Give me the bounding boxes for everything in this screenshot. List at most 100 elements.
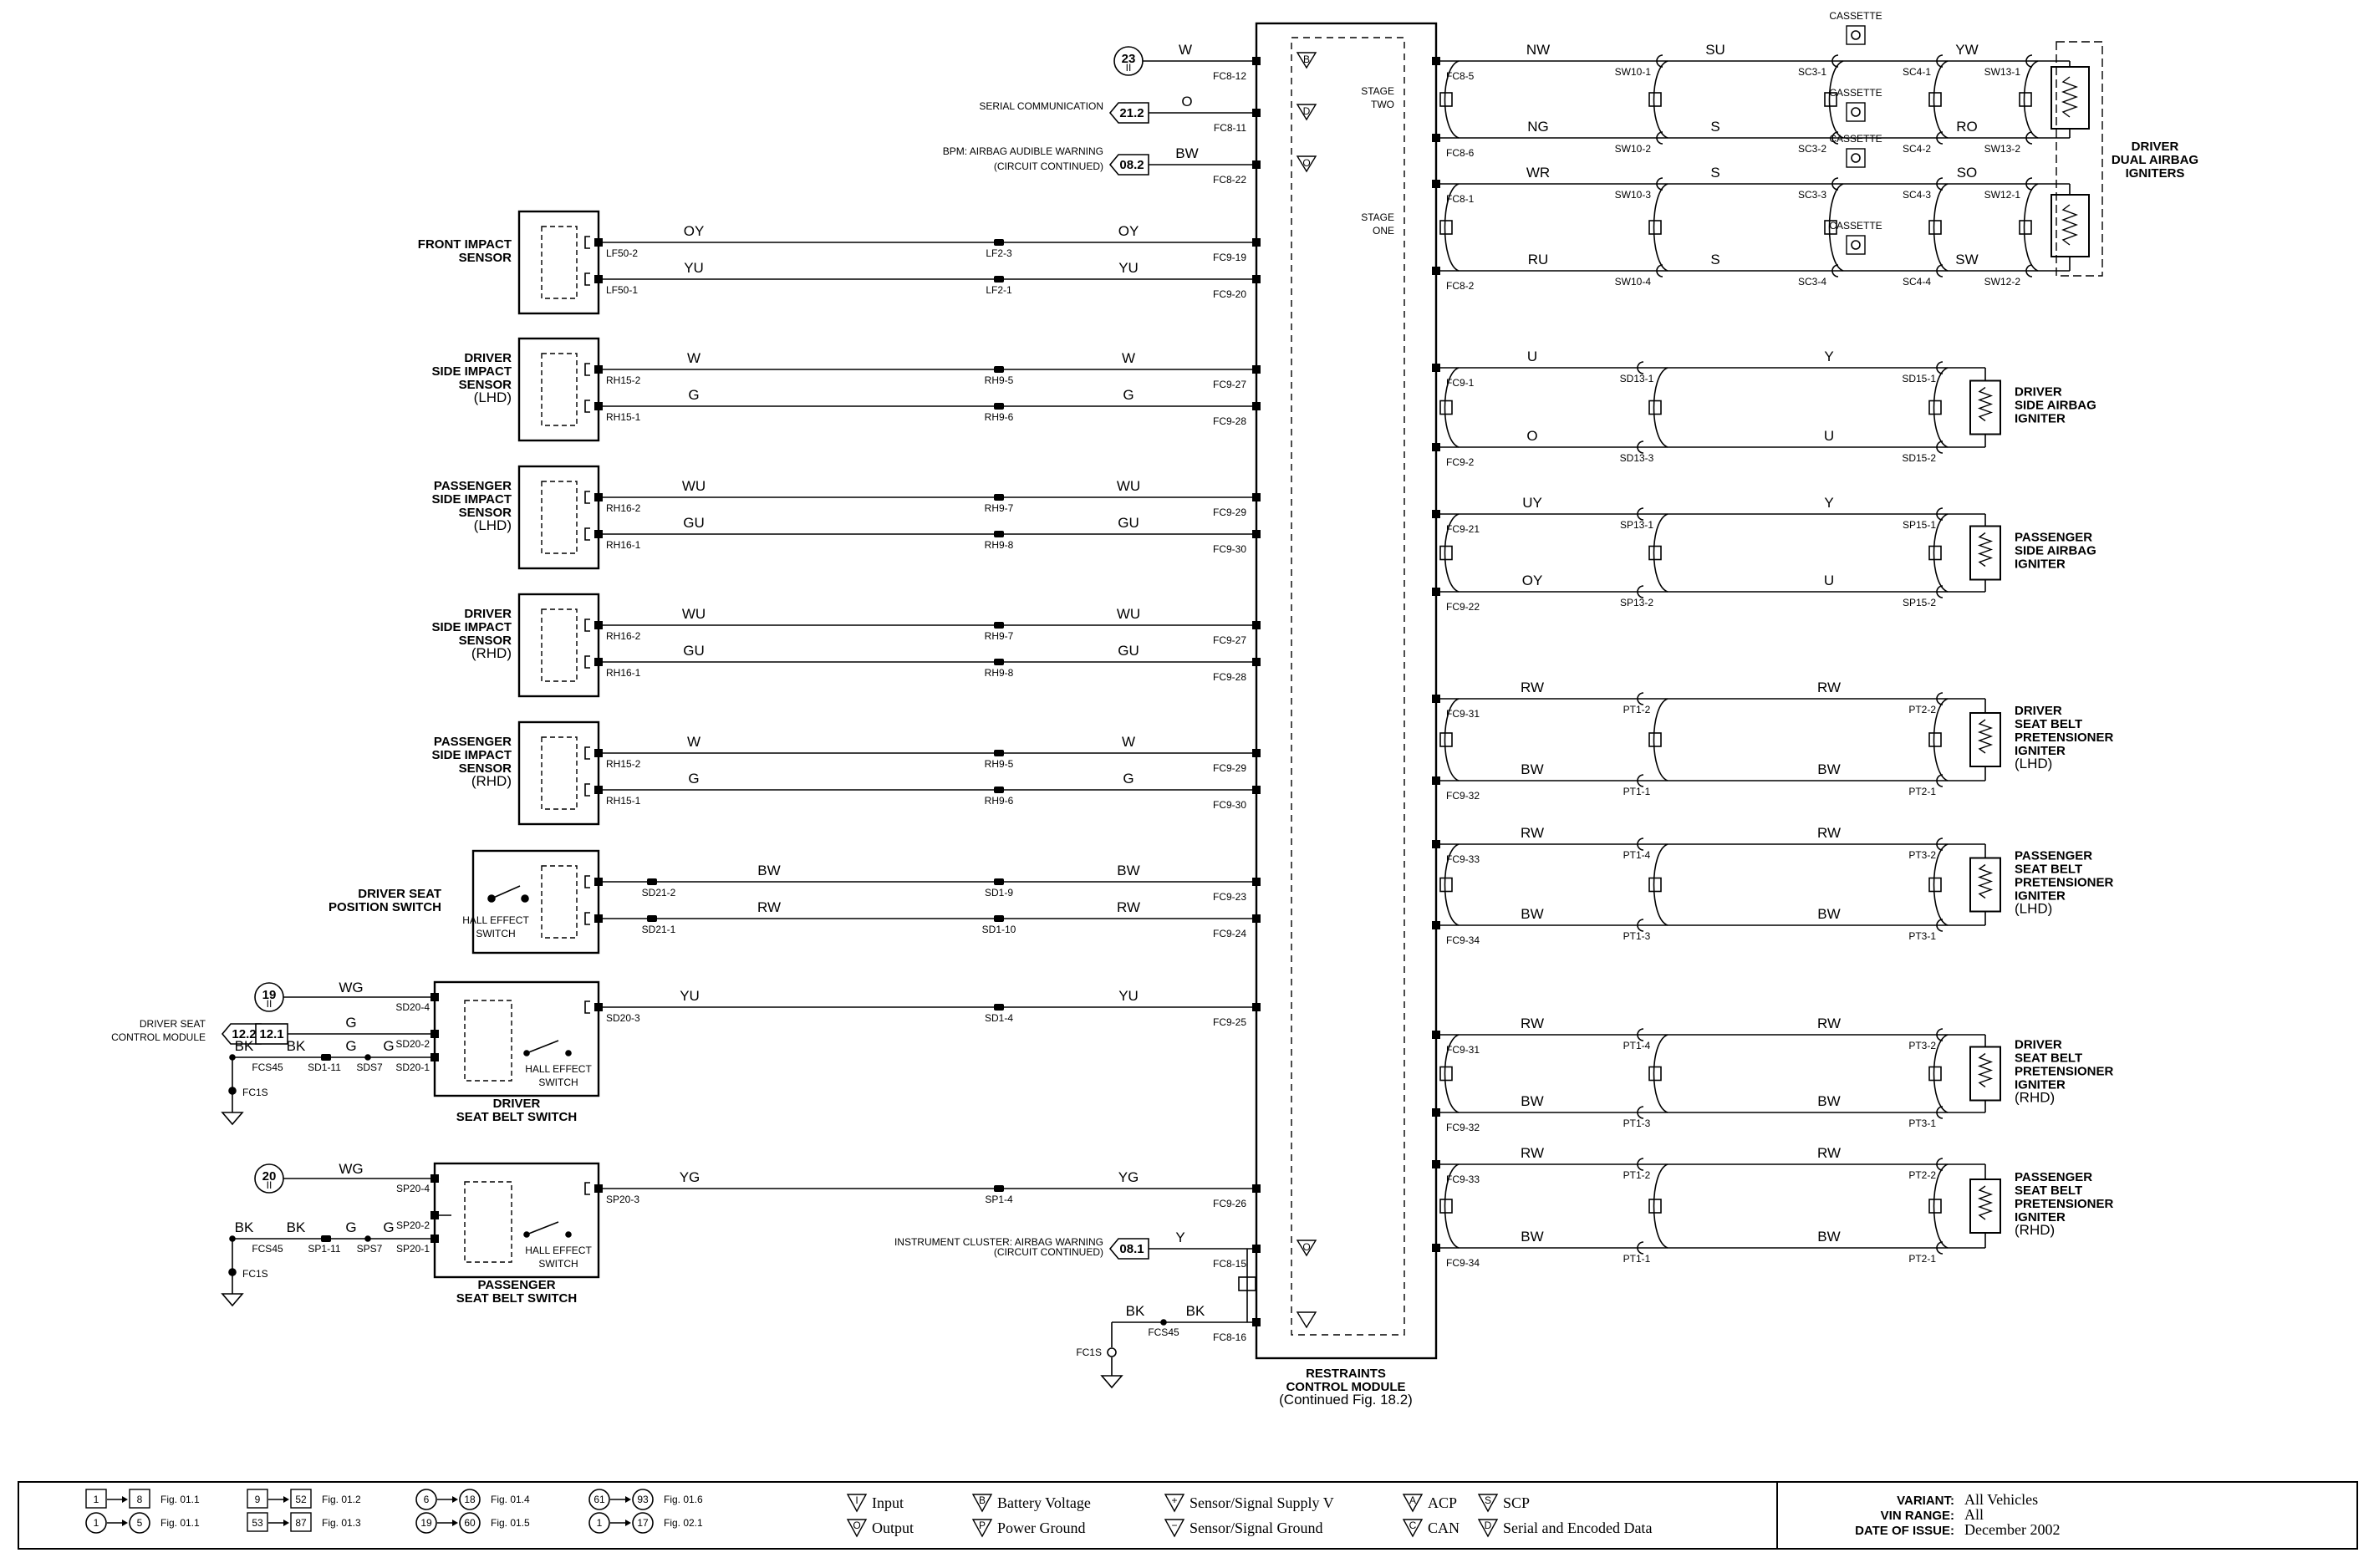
fig-ref-circle [85,1512,107,1534]
wire-color: WU [1117,606,1140,622]
ground-point [1107,1347,1117,1357]
pin-type-icon [1296,155,1317,173]
wire-color: SW [1955,252,1978,267]
igniter-name: PRETENSIONER [2015,1197,2114,1211]
symbol-icon [1477,1494,1499,1513]
wire-color: G [345,1038,356,1054]
inline-connector-label: SD1-10 [982,924,1016,935]
shorting-clip [1648,1066,1662,1082]
wire-color: YG [680,1169,700,1185]
wire-color: BW [1817,1229,1840,1245]
wire-color: GU [1118,515,1139,531]
sensor-name: (RHD) [471,773,512,789]
hall-label: SWITCH [538,1258,578,1270]
wire-color: W [1179,42,1192,58]
connector-pin-label: SD21-1 [642,924,676,935]
igniter-box [1969,1179,2001,1234]
pin-type: D [1303,105,1311,117]
connector-pin [594,1003,603,1011]
pin-label: FC9-21 [1446,523,1480,535]
igniter-box [1969,379,2001,435]
inline-connector [994,750,1004,756]
wire-color: RW [757,899,781,915]
connector-pin [1252,749,1261,757]
shorting-clip [1648,1199,1662,1214]
connector-pin-label: RH15-1 [606,411,641,423]
shorting-bar [1444,513,1460,593]
igniter-name: IGNITER [2015,557,2066,572]
splice-label: FCS45 [252,1243,283,1255]
fig-ref-b: 8 [137,1494,143,1505]
wire-color: WG [339,980,363,995]
inline-connector-label: PT1-1 [1623,1253,1651,1265]
connector-pin [1432,921,1440,929]
plug-icon [584,272,590,286]
inline-connector-label: RH9-8 [985,539,1014,551]
arrow-icon [283,1496,289,1503]
shorting-clip [1648,545,1662,561]
cassette-icon [1851,107,1861,117]
symbol-label: Output [872,1520,914,1536]
arrow-icon [122,1496,128,1503]
hall-label: SWITCH [476,928,515,939]
impact-sensor-box [517,465,600,570]
wire-color: G [383,1038,394,1054]
ground-point [228,1087,237,1095]
pin-label: FC9-31 [1446,1044,1480,1056]
connector-pin [1432,1160,1440,1168]
fig-ref-a: 1 [94,1517,99,1529]
pin-label: FC9-1 [1446,377,1475,389]
plug-icon [584,527,590,541]
connector-pin-label: SC4-1 [1903,66,1931,78]
pin-label: FC8-11 [1214,122,1246,134]
plug-icon [584,783,590,797]
page-ref-sub: II [267,1179,273,1191]
sensor-name: SENSOR [459,634,512,648]
symbol-label: Sensor/Signal Supply V [1190,1494,1334,1511]
shorting-bar [2023,183,2039,272]
connector-pin-label: RH16-2 [606,630,641,642]
page-ref-sub: II [1126,62,1132,74]
impact-sensor-box [517,210,600,315]
cassette-icon [1851,153,1861,163]
page-ref-number: 23 [1122,52,1136,66]
wire-color: BW [1521,1229,1543,1245]
resistor-icon [1977,863,1994,899]
wire-color: RU [1528,252,1549,267]
connector-pin-label: PT2-1 [1908,1253,1936,1265]
inline-connector [994,787,1004,793]
cassette-box [1846,148,1866,168]
socket-icon [1637,1241,1644,1255]
stage-one-label: STAGE [1361,211,1394,223]
pin-label: FC9-34 [1446,934,1480,946]
plug-icon [584,912,590,925]
wire-color: BW [1817,761,1840,777]
stage-two-label: TWO [1371,99,1394,110]
sensor-name: SENSOR [459,506,512,520]
page-ref-sub: II [267,998,273,1010]
igniter-name: SEAT BELT [2015,863,2082,877]
sensor-name: SIDE IMPACT [431,492,512,507]
shorting-clip [1439,732,1453,747]
fig-ref-b: 5 [137,1517,143,1529]
connector-pin [1252,1245,1261,1253]
connector-pin-label: LF50-1 [606,284,638,296]
inline-connector [994,1185,1004,1192]
legend-value: December 2002 [1964,1521,2060,1538]
connector-pin-label: RH15-2 [606,758,641,770]
igniter-name: IGNITER [2015,412,2066,426]
connector-pin [1432,1244,1440,1252]
inline-connector-label: SD1-9 [985,887,1013,899]
shorting-bar [1933,367,1949,448]
legend-key: VARIANT: [1897,1494,1954,1508]
plug-icon [584,363,590,376]
switch-name: POSITION SWITCH [329,900,441,914]
ref-label: INSTRUMENT CLUSTER: AIRBAG WARNING [894,1236,1103,1248]
inline-connector-label: PT1-4 [1623,849,1651,861]
fig-ref-circle [459,1489,481,1510]
wire-color: BK [235,1219,254,1235]
symbol-char: D [1485,1520,1492,1531]
fig-ref-circle [632,1512,654,1534]
shorting-clip [1648,877,1662,893]
wire-color: YU [1118,260,1139,276]
